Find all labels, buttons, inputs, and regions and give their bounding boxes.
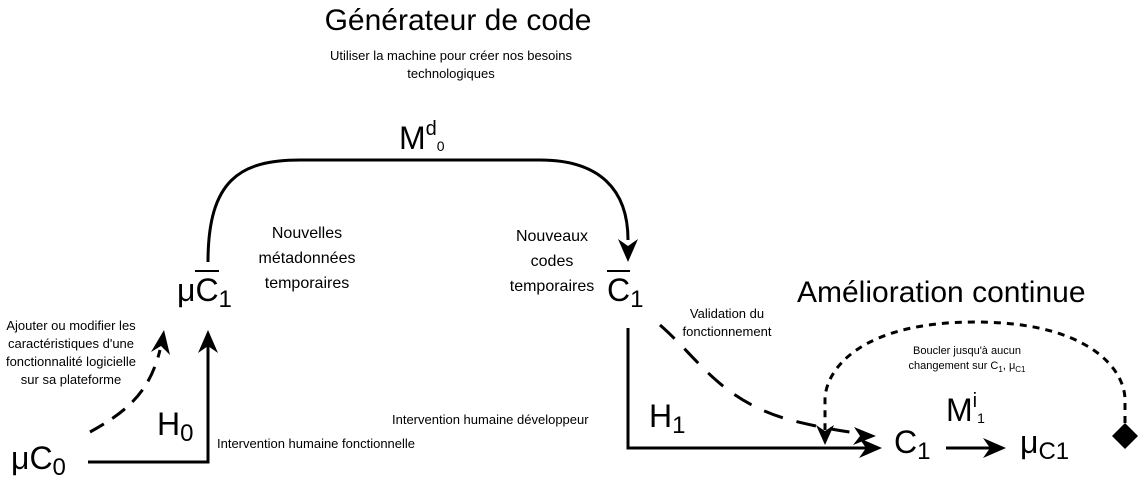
label-loop: Boucler jusqu'à aucun changement sur C1,… bbox=[908, 345, 1026, 375]
label-mi1: Mi1 bbox=[946, 390, 985, 428]
node-mu-cbar1: μC1 bbox=[177, 270, 232, 313]
label-h1: H1 bbox=[649, 398, 686, 439]
arrow-md0 bbox=[206, 158, 630, 263]
node-mu-c0: μC0 bbox=[11, 440, 66, 481]
node-mu-c1: μC1 bbox=[1020, 424, 1070, 465]
arrow-h0 bbox=[88, 334, 210, 464]
arrowhead-md0 bbox=[618, 239, 638, 262]
arrow-h1 bbox=[626, 328, 878, 450]
arrowhead-h1 bbox=[859, 438, 882, 458]
arrowhead-dashed-validation bbox=[853, 427, 876, 445]
arrowhead-loop bbox=[816, 425, 834, 445]
label-human-functional: Intervention humaine fonctionnelle bbox=[217, 436, 416, 451]
label-md0: Md0 bbox=[399, 118, 445, 156]
node-cbar1: C1 bbox=[607, 270, 644, 313]
label-new-metadata: Nouvelles métadonnées temporaires bbox=[258, 225, 356, 292]
node-c1: C1 bbox=[894, 424, 931, 465]
title-generator: Générateur de code bbox=[324, 4, 592, 37]
label-add-modify: Ajouter ou modifier les caractéristiques… bbox=[5, 318, 137, 387]
label-h0: H0 bbox=[157, 406, 194, 447]
arrowhead-dashed-add bbox=[151, 330, 170, 355]
loop-diamond bbox=[1112, 423, 1138, 449]
label-validation: Validation du fonctionnement bbox=[682, 306, 772, 339]
subtitle-generator: Utiliser la machine pour créer nos besoi… bbox=[329, 48, 573, 81]
label-human-dev: Intervention humaine développeur bbox=[392, 412, 589, 427]
label-new-code: Nouveaux codes temporaires bbox=[509, 228, 595, 295]
title-improvement: Amélioration continue bbox=[797, 276, 1086, 309]
arrowhead-h0 bbox=[198, 330, 218, 353]
arrowhead-mi1 bbox=[983, 438, 1006, 458]
arrow-dashed-validation bbox=[659, 323, 871, 437]
arrow-loop bbox=[823, 320, 1127, 430]
arrow-dashed-add bbox=[89, 349, 162, 434]
